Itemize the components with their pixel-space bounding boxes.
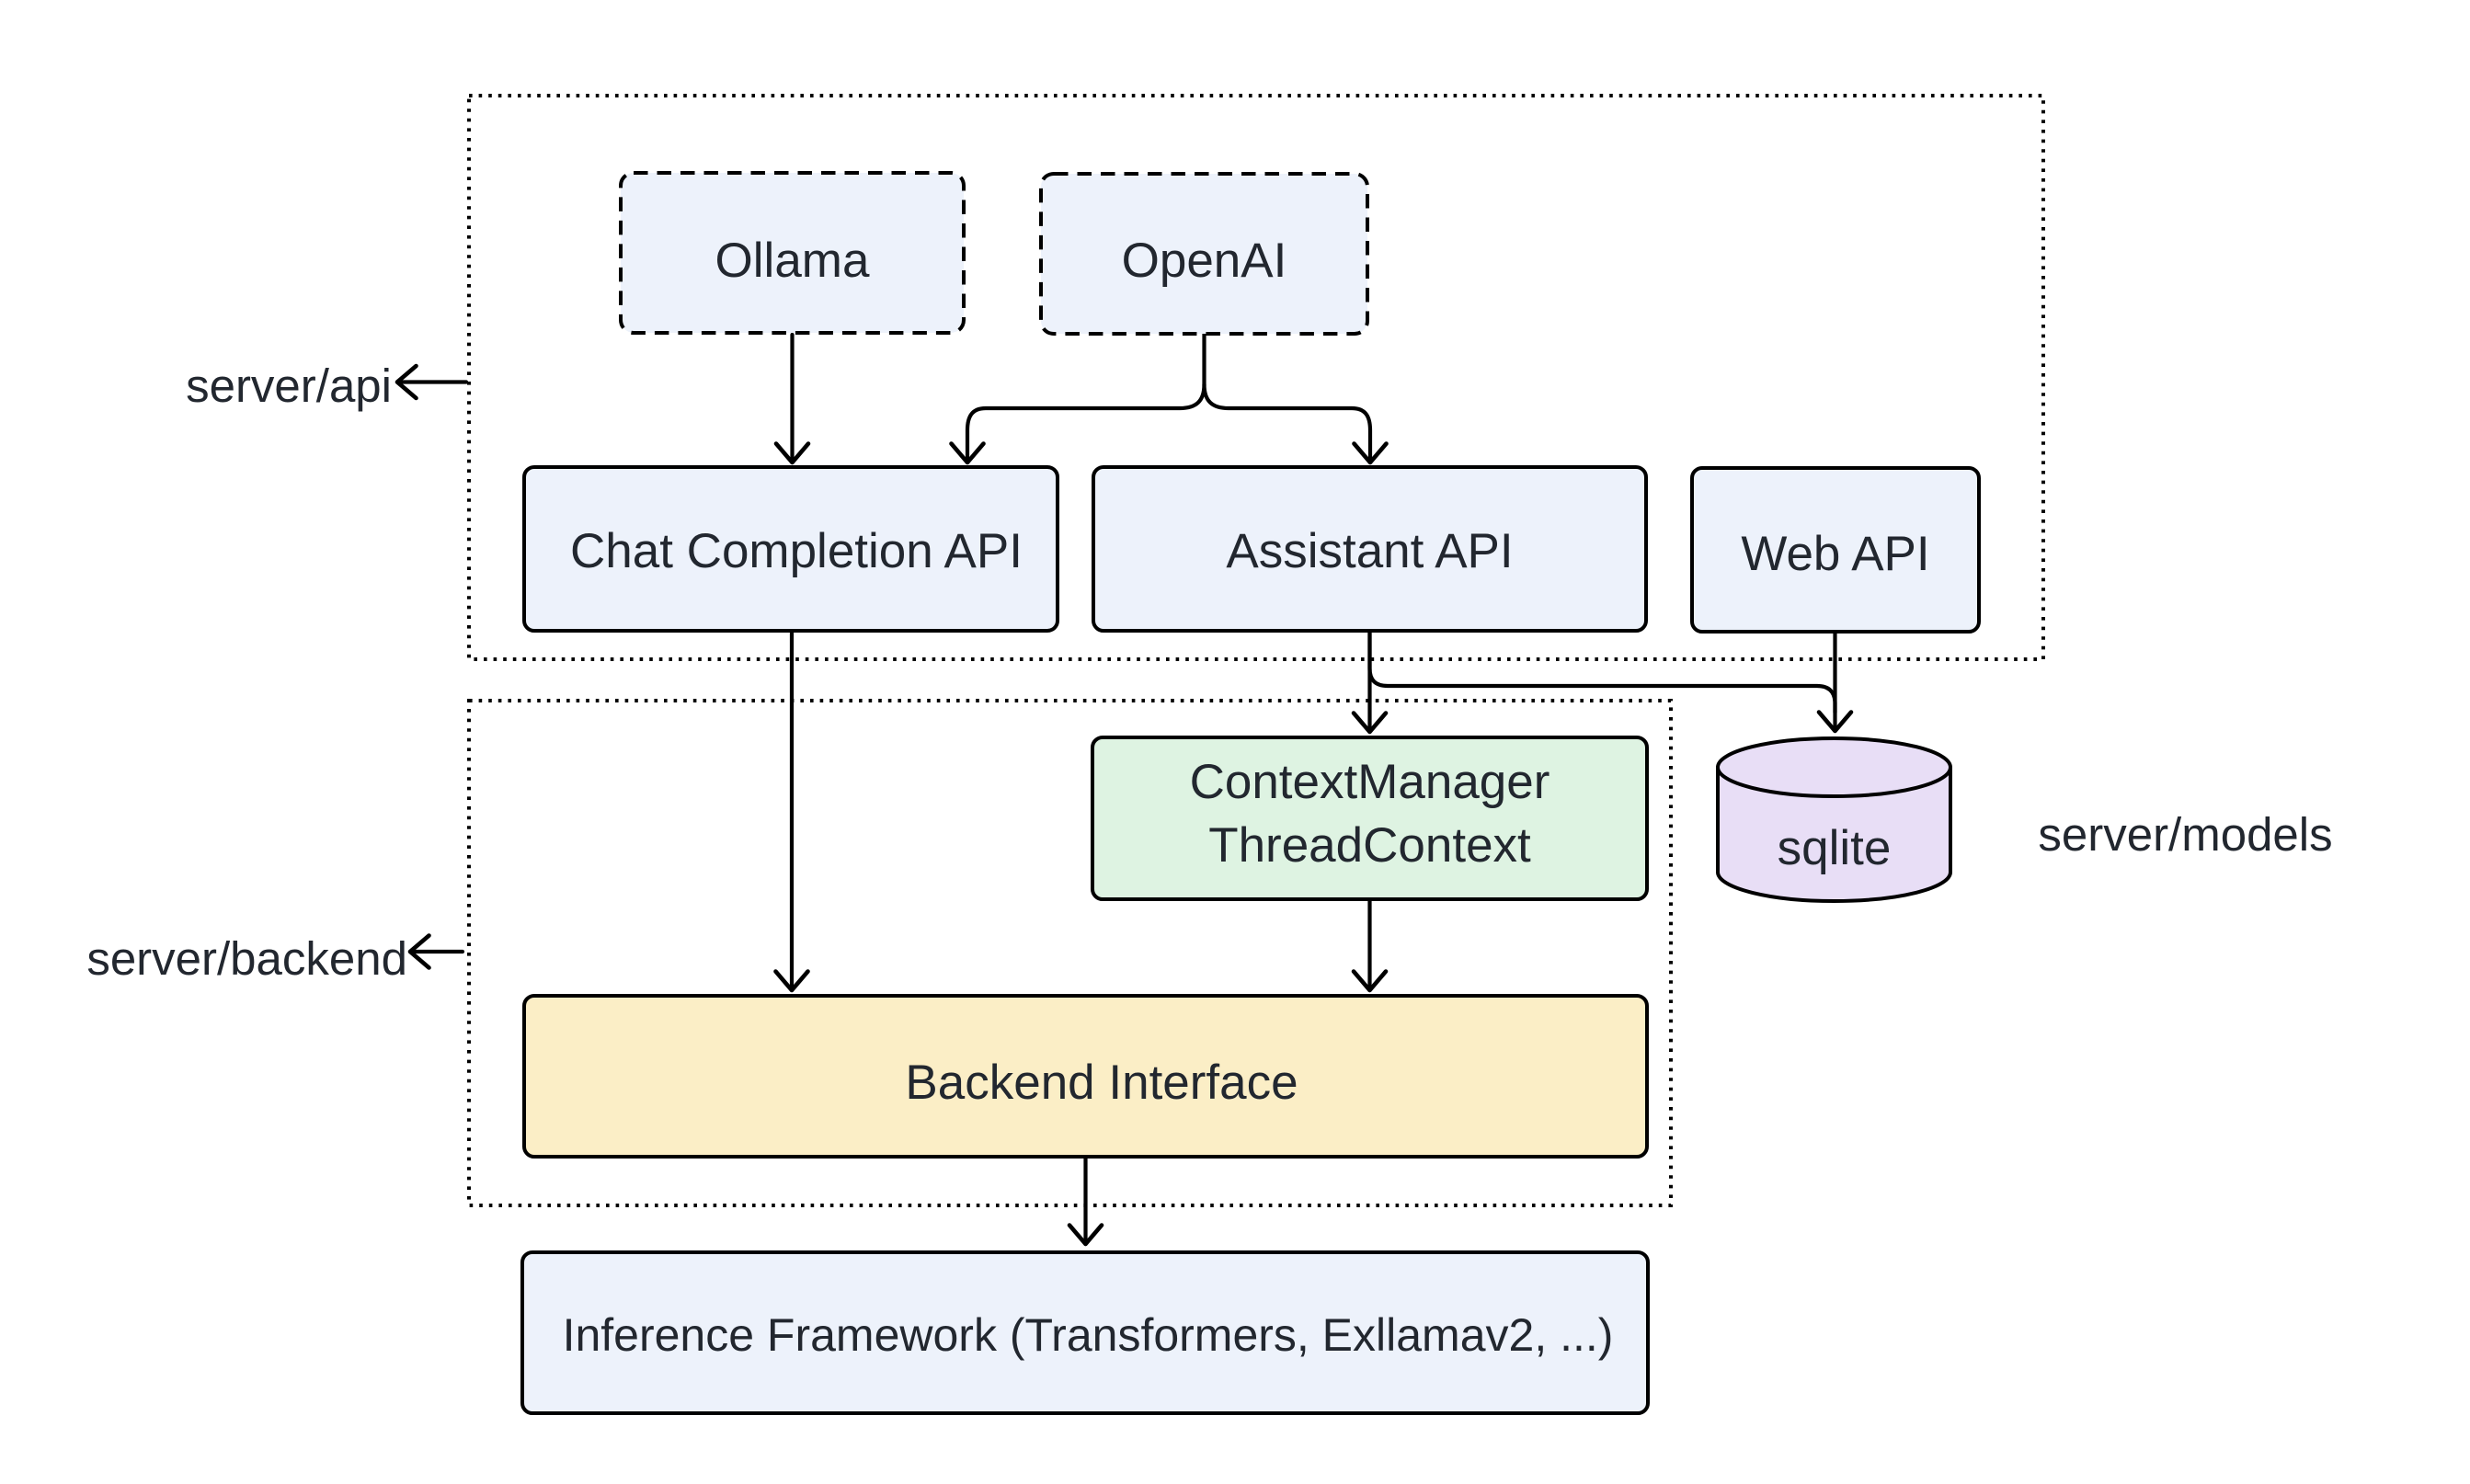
svg-text:Web API: Web API — [1741, 527, 1929, 581]
svg-text:server/backend: server/backend — [86, 932, 407, 985]
svg-text:OpenAI: OpenAI — [1122, 234, 1287, 288]
svg-text:Inference Framework (Transform: Inference Framework (Transformers, Exlla… — [563, 1309, 1614, 1361]
svg-text:sqlite: sqlite — [1778, 821, 1892, 875]
svg-text:Backend Interface: Backend Interface — [905, 1056, 1298, 1110]
svg-text:server/api: server/api — [186, 360, 392, 412]
svg-text:ThreadContext: ThreadContext — [1208, 818, 1531, 873]
svg-text:Assistant API: Assistant API — [1226, 524, 1513, 578]
svg-text:ContextManager: ContextManager — [1190, 755, 1550, 809]
svg-text:Ollama: Ollama — [715, 234, 870, 288]
svg-text:server/models: server/models — [2038, 808, 2332, 861]
svg-text:Chat Completion API: Chat Completion API — [570, 524, 1023, 578]
